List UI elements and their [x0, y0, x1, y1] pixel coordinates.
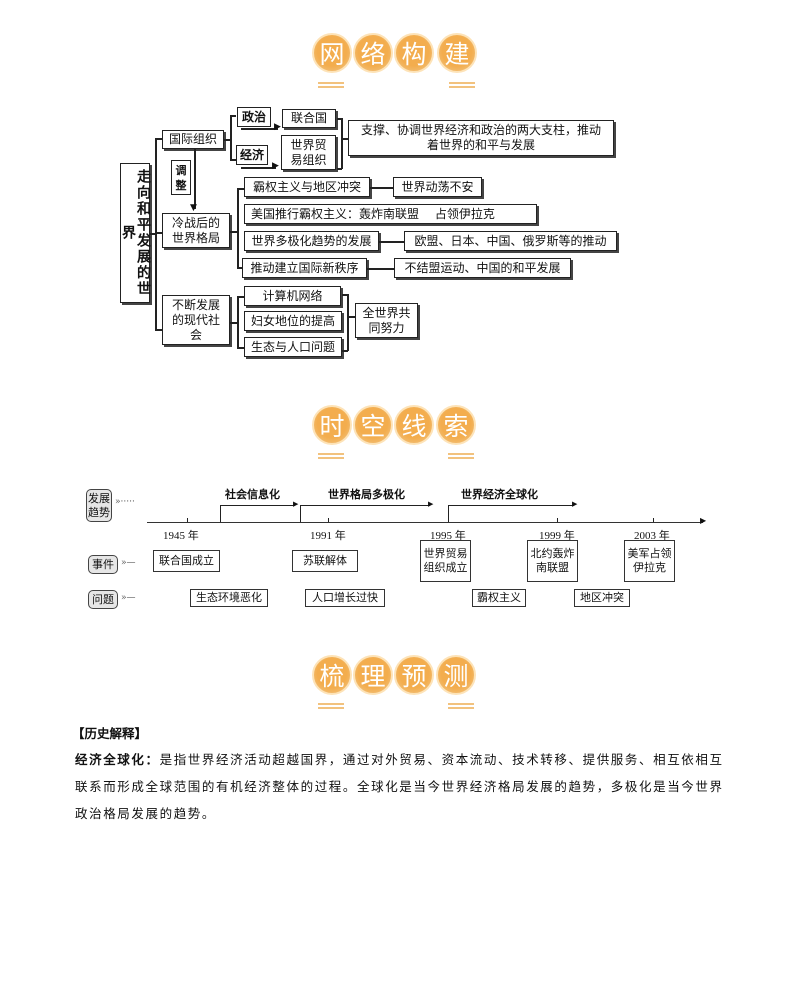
title-char: 理: [353, 655, 393, 695]
explain-heading: 【历史解释】: [72, 726, 148, 741]
problem-box: 人口增长过快: [305, 589, 385, 607]
event-box: 北约轰炸南联盟: [527, 540, 578, 582]
problem-label: 问题: [88, 590, 118, 609]
label-politics: 政治: [237, 107, 271, 127]
title-char: 梳: [312, 655, 352, 695]
node-unrest: 世界动荡不安: [393, 177, 482, 197]
node-intl-org: 国际组织: [162, 130, 224, 149]
node-post-cold-war: 冷战后的世界格局: [162, 213, 230, 248]
explain-term: 经济全球化：: [75, 752, 160, 767]
problem-box: 地区冲突: [574, 589, 630, 607]
event-box: 世界贸易组织成立: [420, 540, 471, 582]
title-char: 网: [312, 33, 352, 73]
trend-multipolarization: 世界格局多极化: [328, 488, 405, 501]
root-node: 走向和平发展的世界: [120, 163, 151, 303]
title-char: 空: [353, 405, 393, 445]
year-label: 1945 年: [163, 530, 199, 542]
title-char: 构: [394, 33, 434, 73]
node-women: 妇女地位的提高: [244, 311, 342, 331]
event-box: 联合国成立: [153, 550, 220, 572]
year-label: 1999 年: [539, 530, 575, 542]
node-multipolar-drivers: 欧盟、日本、中国、俄罗斯等的推动: [404, 231, 617, 251]
node-hegemony: 霸权主义与地区冲突: [244, 177, 370, 197]
event-box: 苏联解体: [292, 550, 358, 572]
node-un: 联合国: [282, 109, 336, 128]
node-multipolar: 世界多极化趋势的发展: [244, 231, 379, 251]
label-economy: 经济: [236, 145, 268, 165]
trend-label: 发展趋势: [86, 489, 112, 522]
node-ecology: 生态与人口问题: [244, 337, 342, 357]
title-char: 测: [436, 655, 476, 695]
event-box: 美军占领伊拉克: [624, 540, 675, 582]
node-modern-society: 不断发展的现代社会: [162, 295, 230, 345]
title-char: 时: [312, 405, 352, 445]
title-char: 预: [394, 655, 434, 695]
node-us-hegemony: 美国推行霸权主义：轰炸南联盟 占领伊拉克: [244, 204, 537, 224]
explain-body: 是指世界经济活动超越国界，通过对外贸易、资本流动、技术转移、提供服务、相互依相互…: [75, 752, 724, 821]
title-char: 线: [394, 405, 434, 445]
node-wto: 世界贸易组织: [281, 135, 336, 170]
problem-box: 霸权主义: [472, 589, 526, 607]
label-adjust: 调整: [171, 160, 191, 195]
explain-paragraph: 经济全球化：是指世界经济活动超越国界，通过对外贸易、资本流动、技术转移、提供服务…: [75, 746, 725, 827]
year-label: 1991 年: [310, 530, 346, 542]
trend-informatization: 社会信息化: [225, 488, 280, 501]
node-new-order-drivers: 不结盟运动、中国的和平发展: [394, 258, 571, 278]
event-label: 事件: [88, 555, 118, 574]
node-new-order: 推动建立国际新秩序: [242, 258, 367, 278]
trend-globalization: 世界经济全球化: [461, 488, 538, 501]
title-char: 络: [353, 33, 393, 73]
node-computer: 计算机网络: [244, 286, 341, 306]
title-char: 索: [436, 405, 476, 445]
node-joint-effort: 全世界共同努力: [355, 303, 418, 338]
year-label: 2003 年: [634, 530, 670, 542]
problem-box: 生态环境恶化: [190, 589, 268, 607]
title-char: 建: [437, 33, 477, 73]
node-pillars: 支撑、协调世界经济和政治的两大支柱，推动着世界的和平与发展: [348, 120, 614, 156]
year-label: 1995 年: [430, 530, 466, 542]
